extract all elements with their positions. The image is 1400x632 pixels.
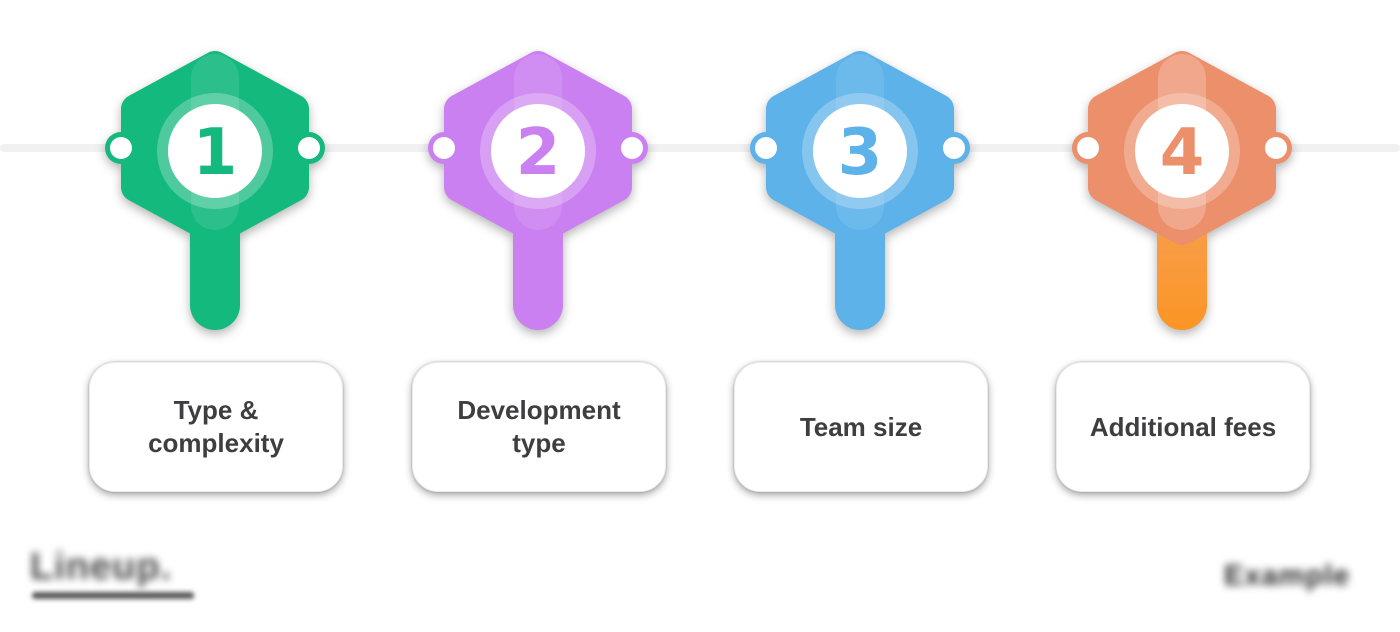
marker-number: 3 (838, 116, 883, 190)
marker-left-dot (1077, 137, 1099, 159)
timeline-marker-1: 1 (85, 30, 345, 370)
marker-3-graphic: 3 (750, 51, 970, 330)
marker-right-dot (298, 137, 320, 159)
label-text: Development type (457, 395, 621, 458)
marker-number: 2 (516, 116, 561, 190)
left-logo-wordmark: Lineup. (30, 546, 173, 588)
marker-4-graphic: 4 (1072, 51, 1292, 330)
marker-right-dot (943, 137, 965, 159)
label-text: Team size (799, 411, 923, 442)
marker-number: 4 (1160, 116, 1205, 190)
marker-left-dot (755, 137, 777, 159)
marker-number-circle (1135, 104, 1229, 198)
timeline-line (0, 144, 1400, 152)
marker-number-circle (168, 104, 262, 198)
marker-left-dot (110, 137, 132, 159)
timeline-marker-4: 4 (1052, 30, 1312, 370)
label-card-additional-fees: Additional fees (1056, 362, 1310, 492)
marker-right-dot (1265, 137, 1287, 159)
label-card-type-complexity: Type & complexity (89, 362, 343, 492)
marker-right-dot (621, 137, 643, 159)
label-text: Additional fees (1089, 411, 1277, 442)
right-logo-wordmark: Example (1224, 560, 1351, 592)
label-text: Type & complexity (148, 395, 284, 458)
marker-1-graphic: 1 (105, 51, 325, 330)
timeline-marker-2: 2 (408, 30, 668, 370)
timeline-marker-3: 3 (730, 30, 990, 370)
marker-number-circle (491, 104, 585, 198)
marker-2-graphic: 2 (428, 51, 648, 330)
marker-number-circle (813, 104, 907, 198)
left-logo-tagline-bar (32, 592, 194, 599)
label-card-team-size: Team size (734, 362, 988, 492)
marker-left-dot (433, 137, 455, 159)
label-card-development-type: Development type (412, 362, 666, 492)
marker-number: 1 (193, 116, 238, 190)
